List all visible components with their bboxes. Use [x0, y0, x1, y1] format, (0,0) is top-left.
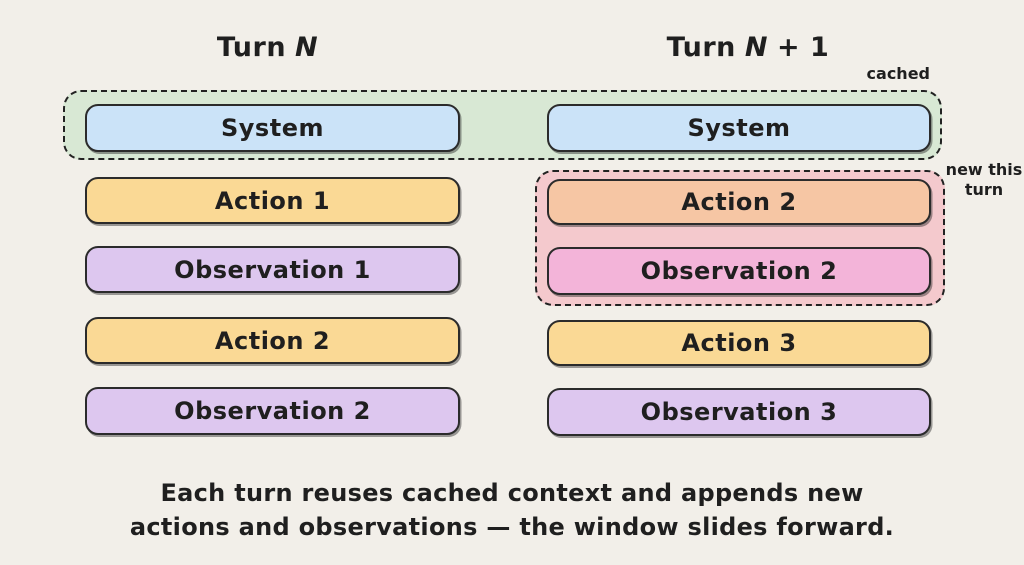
turn-n-observation-2-label: Observation 2	[174, 397, 371, 425]
turn-n-action-1-label: Action 1	[214, 186, 331, 215]
title-turn-n-prefix: Turn	[216, 32, 287, 63]
cached-label: cached	[866, 64, 930, 83]
turn-n-observation-1-label: Observation 1	[174, 255, 371, 284]
turn-n1-observation-2-box: Observation 2	[547, 247, 931, 295]
turn-n-action-1-box: Action 1	[85, 177, 460, 224]
title-turn-n-plus-1-variable: N	[744, 32, 768, 63]
turn-n-observation-1-box: Observation 1	[85, 246, 460, 293]
system-box-turn-n-label: System	[221, 114, 324, 142]
turn-n-action-2-box: Action 2	[85, 317, 460, 364]
system-box-turn-n-plus-1-label: System	[687, 114, 791, 142]
turn-n1-action-3-label: Action 3	[681, 329, 797, 357]
turn-n1-action-2-box: Action 2	[547, 179, 931, 225]
title-turn-n-plus-1: Turn N + 1	[598, 32, 898, 63]
title-turn-n: Turn N	[122, 32, 422, 63]
system-box-turn-n-plus-1: System	[547, 104, 931, 152]
caption-line-1: Each turn reuses cached context and appe…	[160, 479, 864, 507]
system-box-turn-n: System	[85, 104, 460, 152]
turn-n-observation-2-box: Observation 2	[85, 387, 460, 435]
turn-n1-observation-3-label: Observation 3	[640, 398, 838, 426]
new-this-turn-line1: new this	[945, 160, 1023, 179]
new-this-turn-line2: turn	[964, 180, 1004, 199]
title-turn-n-plus-1-suffix: + 1	[777, 32, 830, 63]
new-this-turn-label: new this turn	[944, 160, 1024, 200]
caption-line-2: actions and observations — the window sl…	[129, 513, 895, 541]
title-turn-n-variable: N	[295, 32, 319, 63]
turn-n1-observation-3-box: Observation 3	[547, 388, 931, 436]
turn-n-action-2-label: Action 2	[214, 326, 331, 355]
turn-n1-action-3-box: Action 3	[547, 320, 931, 366]
title-turn-n-plus-1-prefix: Turn	[666, 32, 736, 63]
turn-n1-observation-2-label: Observation 2	[640, 257, 838, 285]
turn-n1-action-2-label: Action 2	[681, 188, 797, 216]
